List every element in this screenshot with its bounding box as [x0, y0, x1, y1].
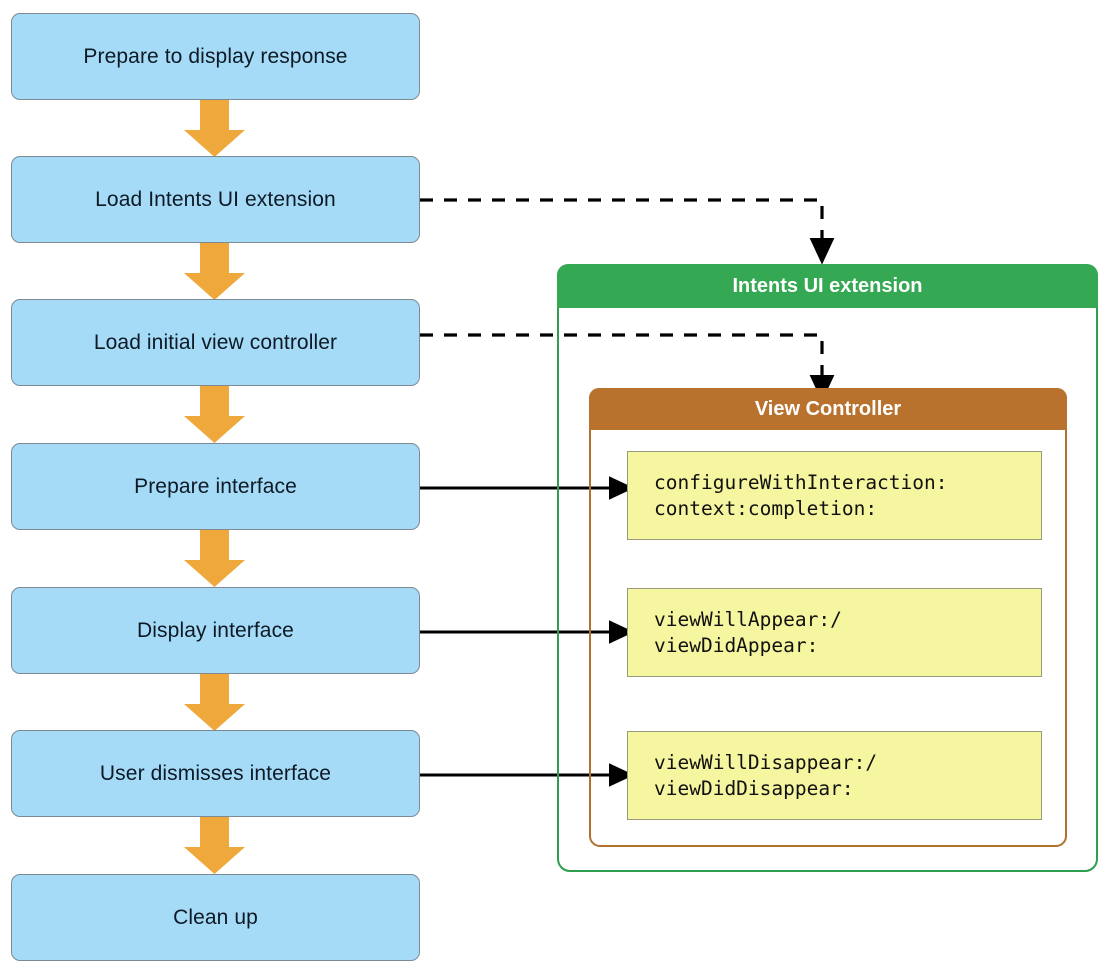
flow-step-load-initial-view-controller[interactable]: Load initial view controller: [11, 299, 420, 386]
flow-step-prepare-to-display-response[interactable]: Prepare to display response: [11, 13, 420, 100]
flow-step-label: User dismisses interface: [99, 761, 332, 785]
code-box-configure-with-interaction[interactable]: configureWithInteraction: context:comple…: [627, 451, 1042, 540]
flow-step-label: Prepare interface: [134, 474, 297, 498]
arrow-step1-step2: [184, 100, 245, 157]
dashed-connector-load-extension: [420, 198, 835, 265]
view-controller-title: View Controller: [754, 397, 902, 420]
code-line: viewDidDisappear:: [654, 776, 854, 800]
flow-step-display-interface[interactable]: Display interface: [11, 587, 420, 674]
flow-step-label: Load Intents UI extension: [95, 187, 336, 211]
intents-ui-extension-header: Intents UI extension: [557, 264, 1098, 308]
code-line: viewWillAppear:/: [654, 607, 842, 631]
code-line: context:completion:: [654, 496, 878, 520]
view-controller-header: View Controller: [589, 388, 1067, 430]
flow-step-label: Clean up: [173, 905, 258, 929]
flow-step-prepare-interface[interactable]: Prepare interface: [11, 443, 420, 530]
arrow-step6-step7: [184, 817, 245, 874]
intents-ui-extension-title: Intents UI extension: [732, 274, 923, 297]
flow-step-label: Prepare to display response: [83, 44, 348, 68]
flow-step-clean-up[interactable]: Clean up: [11, 874, 420, 961]
arrow-step2-step3: [184, 243, 245, 300]
code-box-view-will-did-appear[interactable]: viewWillAppear:/ viewDidAppear:: [627, 588, 1042, 677]
code-line: viewWillDisappear:/: [654, 750, 878, 774]
code-line: viewDidAppear:: [654, 633, 819, 657]
code-box-view-will-did-disappear[interactable]: viewWillDisappear:/ viewDidDisappear:: [627, 731, 1042, 820]
flow-step-label: Load initial view controller: [93, 330, 338, 354]
arrow-step3-step4: [184, 386, 245, 443]
flow-step-label: Display interface: [137, 618, 294, 642]
code-line: configureWithInteraction:: [654, 470, 948, 494]
flow-step-user-dismisses-interface[interactable]: User dismisses interface: [11, 730, 420, 817]
arrow-step4-step5: [184, 530, 245, 587]
arrow-step5-step6: [184, 674, 245, 731]
flow-step-load-intents-ui-extension[interactable]: Load Intents UI extension: [11, 156, 420, 243]
